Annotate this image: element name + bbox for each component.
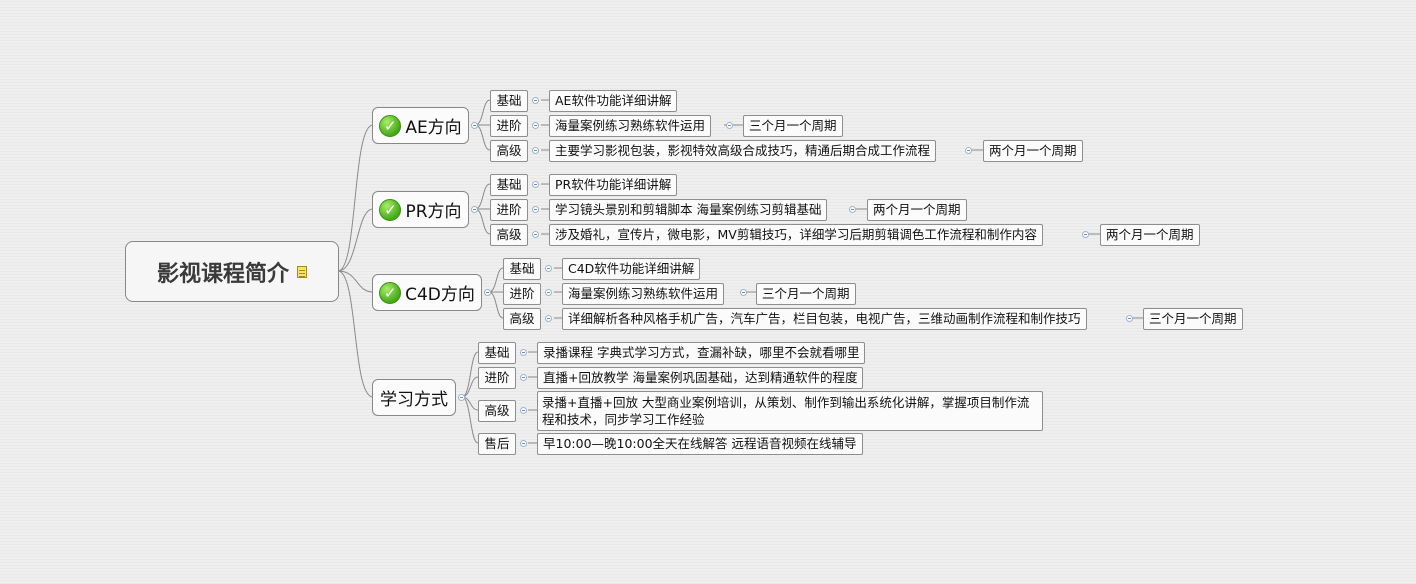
collapse-toggle-pr[interactable] — [471, 206, 478, 213]
study-basic-text[interactable]: 录播课程 字典式学习方式，查漏补缺，哪里不会就看哪里 — [537, 342, 866, 364]
ae-senior-text[interactable]: 主要学习影视包装，影视特效高级合成技巧，精通后期合成工作流程 — [549, 140, 937, 162]
pr-level-senior[interactable]: 高级 — [490, 224, 528, 246]
collapse-toggle[interactable] — [545, 315, 552, 322]
pr-advance-text[interactable]: 学习镜头景别和剪辑脚本 海量案例练习剪辑基础 — [549, 199, 828, 221]
c4d-advance-text[interactable]: 海量案例练习熟练软件运用 — [562, 283, 725, 305]
connector-ae-basic — [474, 99, 491, 126]
branch-study[interactable]: 学习方式 — [372, 379, 456, 416]
ae-basic-text[interactable]: AE软件功能详细讲解 — [549, 90, 678, 112]
collapse-toggle[interactable] — [532, 206, 539, 213]
pr-level-basic[interactable]: 基础 — [490, 174, 528, 196]
collapse-toggle[interactable] — [545, 289, 552, 296]
collapse-toggle[interactable] — [532, 147, 539, 154]
branch-ae-title: AE方向 — [405, 118, 462, 138]
connector-c4d-basic — [488, 267, 504, 293]
c4d-senior-text[interactable]: 详细解析各种风格手机广告，汽车广告，栏目包装，电视广告，三维动画制作流程和制作技… — [562, 308, 1087, 330]
connector-root-study — [337, 270, 374, 398]
collapse-toggle-ae[interactable] — [471, 122, 478, 129]
collapse-toggle[interactable] — [849, 206, 856, 213]
branch-pr[interactable]: ✓ PR方向 — [372, 191, 469, 228]
check-icon: ✓ — [379, 114, 402, 137]
collapse-toggle[interactable] — [1126, 315, 1133, 322]
connector-root-pr — [337, 208, 374, 272]
collapse-toggle[interactable] — [532, 181, 539, 188]
connector-root-ae — [337, 124, 374, 272]
ae-level-basic[interactable]: 基础 — [490, 90, 528, 112]
ae-advance-text[interactable]: 海量案例练习熟练软件运用 — [549, 115, 712, 137]
check-icon: ✓ — [379, 198, 402, 221]
pr-basic-text[interactable]: PR软件功能详细讲解 — [549, 174, 678, 196]
study-level-basic[interactable]: 基础 — [478, 342, 516, 364]
collapse-toggle[interactable] — [520, 349, 527, 356]
connector-study-basic — [461, 351, 479, 398]
study-after-text[interactable]: 早10:00—晚10:00全天在线解答 远程语音视频在线辅导 — [537, 433, 863, 455]
pr-advance-period[interactable]: 两个月一个周期 — [867, 199, 967, 221]
c4d-level-basic[interactable]: 基础 — [503, 258, 541, 280]
pr-level-advance[interactable]: 进阶 — [490, 199, 528, 221]
collapse-toggle[interactable] — [532, 122, 539, 129]
ae-advance-period[interactable]: 三个月一个周期 — [743, 115, 843, 137]
connector-c4d-senior — [488, 291, 504, 319]
collapse-toggle[interactable] — [520, 440, 527, 447]
ae-senior-period[interactable]: 两个月一个周期 — [983, 140, 1083, 162]
collapse-toggle[interactable] — [532, 97, 539, 104]
c4d-basic-text[interactable]: C4D软件功能详细讲解 — [562, 258, 701, 280]
study-level-after[interactable]: 售后 — [478, 433, 516, 455]
collapse-toggle[interactable] — [520, 407, 527, 414]
collapse-toggle[interactable] — [520, 374, 527, 381]
collapse-toggle[interactable] — [1082, 231, 1089, 238]
collapse-toggle-c4d[interactable] — [484, 289, 491, 296]
connector-pr-senior — [474, 208, 491, 235]
study-level-senior[interactable]: 高级 — [478, 400, 516, 422]
pr-senior-text[interactable]: 涉及婚礼，宣传片，微电影，MV剪辑技巧，详细学习后期剪辑调色工作流程和制作内容 — [549, 224, 1043, 246]
collapse-toggle[interactable] — [726, 122, 733, 129]
c4d-level-advance[interactable]: 进阶 — [503, 283, 541, 305]
branch-pr-title: PR方向 — [405, 202, 462, 222]
c4d-level-senior[interactable]: 高级 — [503, 308, 541, 330]
connector-ae-senior — [474, 124, 491, 151]
root-topic[interactable]: 影视课程简介 — [125, 241, 339, 302]
collapse-toggle[interactable] — [740, 289, 747, 296]
ae-level-advance[interactable]: 进阶 — [490, 115, 528, 137]
study-senior-text[interactable]: 录播+直播+回放 大型商业案例培训，从策划、制作到输出系统化讲解，掌握项目制作流… — [537, 391, 1043, 431]
ae-level-senior[interactable]: 高级 — [490, 140, 528, 162]
branch-c4d[interactable]: ✓ C4D方向 — [372, 274, 482, 311]
collapse-toggle[interactable] — [965, 147, 972, 154]
pr-senior-period[interactable]: 两个月一个周期 — [1100, 224, 1200, 246]
connector-study-after — [461, 396, 479, 444]
collapse-toggle[interactable] — [532, 231, 539, 238]
connector-root-c4d — [337, 270, 374, 293]
root-title: 影视课程简介 — [156, 261, 289, 287]
note-icon[interactable] — [297, 265, 307, 278]
c4d-advance-period[interactable]: 三个月一个周期 — [756, 283, 856, 305]
branch-c4d-title: C4D方向 — [405, 285, 475, 305]
study-level-advance[interactable]: 进阶 — [478, 367, 516, 389]
connector-study-advance — [461, 376, 479, 398]
branch-ae[interactable]: ✓ AE方向 — [372, 107, 469, 144]
study-advance-text[interactable]: 直播+回放教学 海量案例巩固基础，达到精通软件的程度 — [537, 367, 864, 389]
connector-pr-basic — [474, 183, 491, 210]
collapse-toggle[interactable] — [545, 265, 552, 272]
check-icon: ✓ — [379, 281, 402, 304]
c4d-senior-period[interactable]: 三个月一个周期 — [1143, 308, 1243, 330]
collapse-toggle-study[interactable] — [458, 394, 465, 401]
branch-study-title: 学习方式 — [380, 390, 448, 410]
